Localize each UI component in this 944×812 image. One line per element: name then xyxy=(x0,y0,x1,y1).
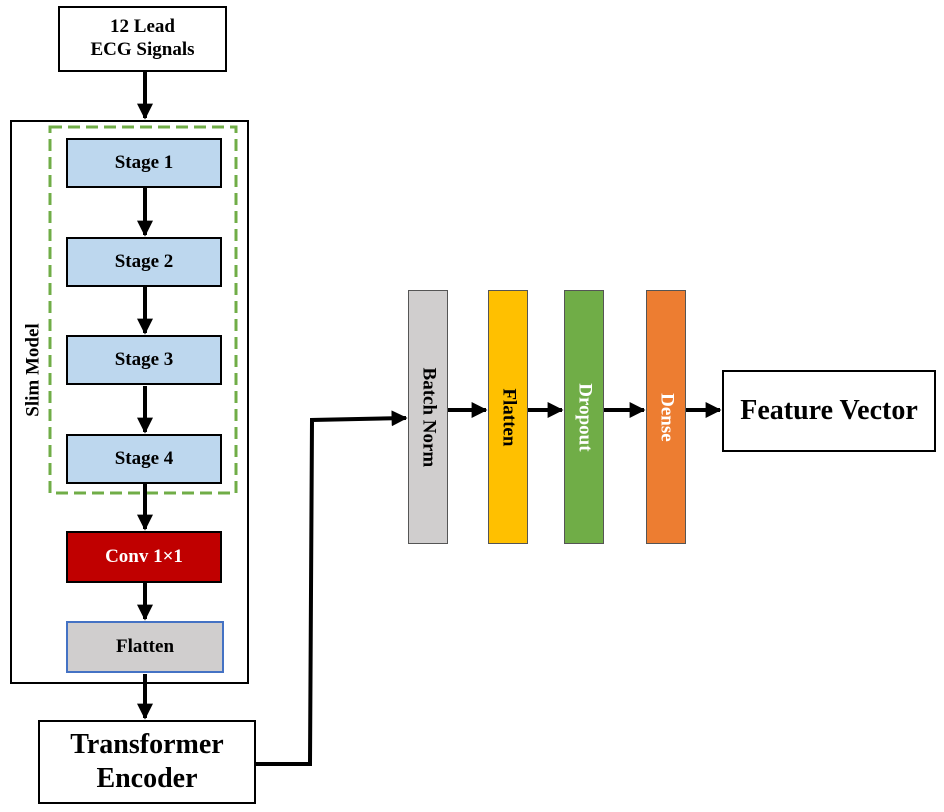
head-flatten-bar: Flatten xyxy=(488,290,528,544)
slim-model-label: Slim Model xyxy=(23,323,45,417)
transformer-line1: Transformer xyxy=(70,729,224,761)
stage-4-box: Stage 4 xyxy=(66,434,222,484)
input-line1: 12 Lead xyxy=(110,16,175,38)
stages-dashed-group xyxy=(48,125,238,495)
stage-3-box: Stage 3 xyxy=(66,335,222,385)
input-ecg-box: 12 Lead ECG Signals xyxy=(58,6,227,72)
dropout-bar: Dropout xyxy=(564,290,604,544)
dropout-label: Dropout xyxy=(574,382,596,452)
arrow-transformer-to-batchnorm xyxy=(256,410,408,766)
dense-bar: Dense xyxy=(646,290,686,544)
transformer-line2: Encoder xyxy=(96,763,198,794)
stage-1-box: Stage 1 xyxy=(66,138,222,188)
slim-model-container xyxy=(10,120,249,684)
head-flatten-label: Flatten xyxy=(498,387,520,447)
stage-2-box: Stage 2 xyxy=(66,237,222,287)
input-line2: ECG Signals xyxy=(90,39,195,60)
feature-vector-box: Feature Vector xyxy=(722,370,936,452)
conv-1x1-box: Conv 1×1 xyxy=(66,531,222,583)
batch-norm-bar: Batch Norm xyxy=(408,290,448,544)
transformer-encoder-box: Transformer Encoder xyxy=(38,720,256,804)
slim-flatten-box: Flatten xyxy=(66,621,224,673)
dense-label: Dense xyxy=(656,392,678,442)
batch-norm-label: Batch Norm xyxy=(418,367,440,467)
